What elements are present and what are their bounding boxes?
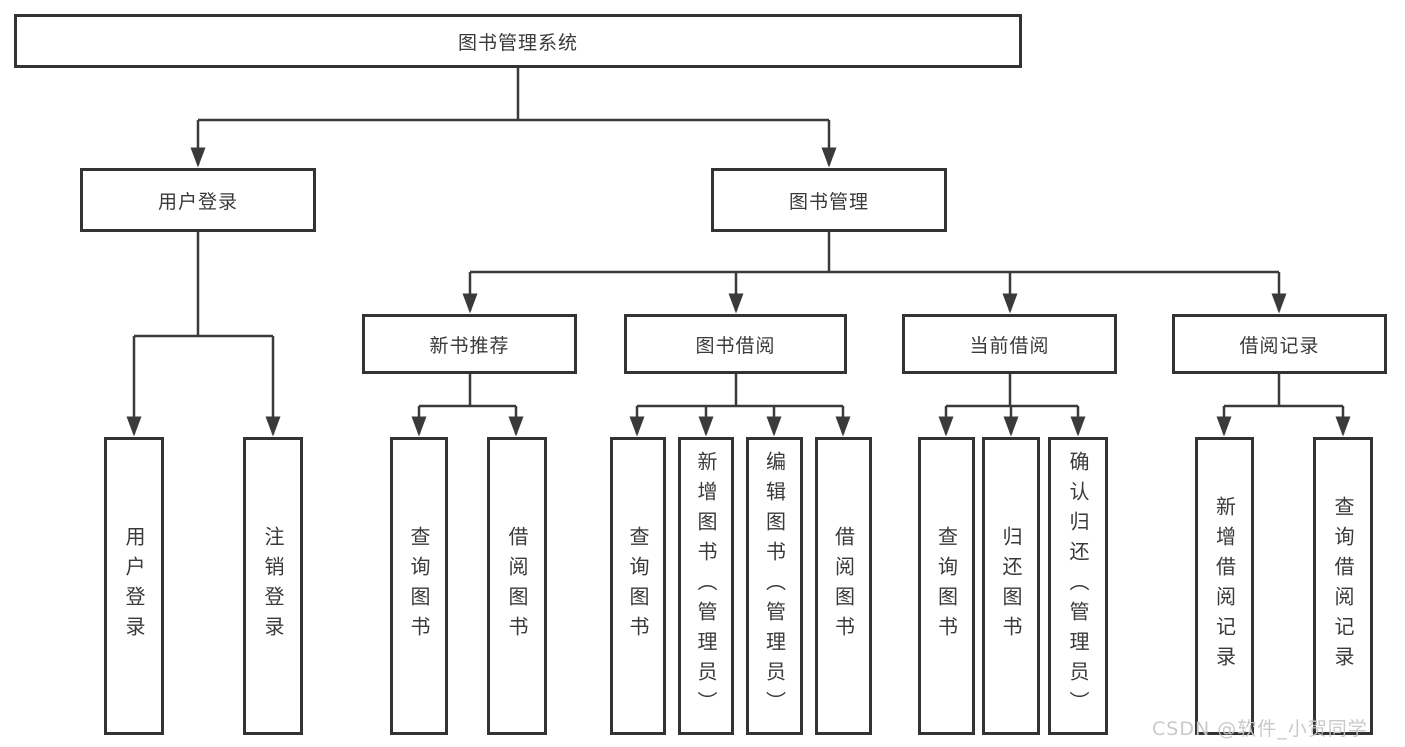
node-leaf-query-books-recommend: 查询图书 [390,437,448,735]
node-new-book-recommendation: 新书推荐 [362,314,577,374]
node-library-management-system: 图书管理系统 [14,14,1022,68]
node-label: 查询图书 [407,526,431,646]
node-leaf-query-borrow-record: 查询借阅记录 [1313,437,1373,735]
node-book-management: 图书管理 [711,168,947,232]
csdn-watermark: CSDN @软件_小贺同学 [1152,718,1368,740]
node-leaf-add-borrow-record: 新增借阅记录 [1195,437,1254,735]
node-label: 查询图书 [934,526,959,646]
node-borrowing-records: 借阅记录 [1172,314,1387,374]
node-label: 查询借阅记录 [1331,496,1355,676]
node-label: 新增图书（管理员） [694,451,718,721]
node-user-login: 用户登录 [80,168,316,232]
node-leaf-confirm-return-admin: 确认归还（管理员） [1048,437,1108,735]
node-leaf-edit-books-admin: 编辑图书（管理员） [746,437,803,735]
node-leaf-query-books-borrow: 查询图书 [610,437,666,735]
node-label: 用户登录 [157,190,238,213]
node-leaf-user-login: 用户登录 [104,437,164,735]
node-label: 图书借阅 [695,334,776,357]
node-label: 编辑图书（管理员） [762,451,787,721]
node-label: 归还图书 [999,526,1023,646]
node-label: 当前借阅 [969,334,1050,357]
node-label: 新增借阅记录 [1212,496,1237,676]
node-label: 借阅图书 [831,526,856,646]
node-leaf-return-books: 归还图书 [982,437,1040,735]
node-leaf-add-books-admin: 新增图书（管理员） [678,437,734,735]
node-label: 用户登录 [122,526,146,646]
node-label: 查询图书 [626,526,650,646]
node-current-borrowing: 当前借阅 [902,314,1117,374]
node-label: 确认归还（管理员） [1066,451,1090,721]
node-book-borrowing: 图书借阅 [624,314,847,374]
node-label: 借阅图书 [505,526,529,646]
node-leaf-logout: 注销登录 [243,437,303,735]
node-label: 借阅记录 [1239,334,1320,357]
node-label: 图书管理 [788,190,869,213]
node-leaf-borrow-books: 借阅图书 [815,437,872,735]
node-leaf-borrow-books-recommend: 借阅图书 [487,437,547,735]
node-label: 注销登录 [261,526,285,646]
node-label: 新书推荐 [429,334,510,357]
node-label: 图书管理系统 [457,31,578,54]
node-leaf-query-books-current: 查询图书 [918,437,975,735]
